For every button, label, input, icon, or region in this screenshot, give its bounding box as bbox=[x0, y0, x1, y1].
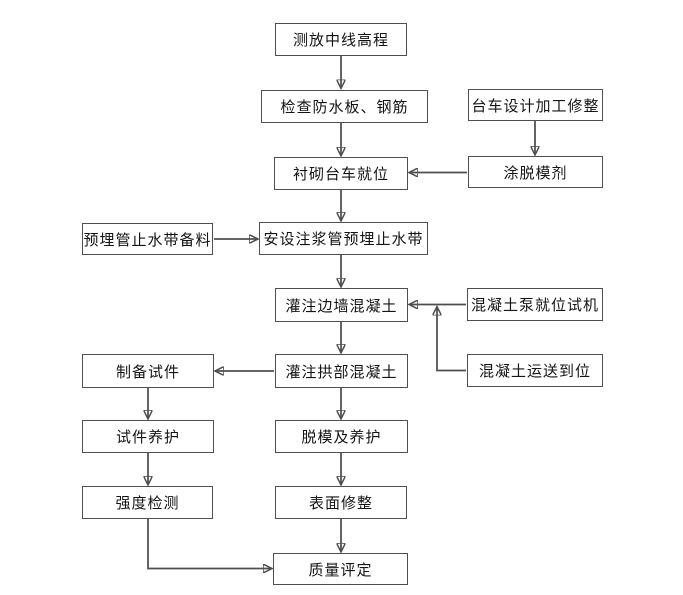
node-pour-arch: 灌注拱部混凝土 bbox=[275, 354, 408, 388]
node-specimen-curing: 试件养护 bbox=[82, 420, 214, 453]
node-strength-test: 强度检测 bbox=[82, 486, 213, 519]
node-measure-elevation: 测放中线高程 bbox=[275, 23, 407, 56]
edge-strength-to-quality bbox=[147, 519, 272, 570]
node-embedded-material: 预埋管止水带备料 bbox=[82, 223, 213, 255]
node-release-agent: 涂脱模剂 bbox=[468, 156, 603, 188]
node-install-grouting: 安设注浆管预埋止水带 bbox=[259, 222, 428, 255]
node-concrete-delivery: 混凝土运送到位 bbox=[467, 354, 603, 387]
node-surface-finish: 表面修整 bbox=[275, 486, 407, 519]
node-demold-curing: 脱模及养护 bbox=[275, 420, 408, 453]
node-prepare-specimen: 制备试件 bbox=[82, 354, 214, 388]
node-lining-trolley: 衬砌台车就位 bbox=[274, 157, 408, 190]
edge-delivery-to-junction bbox=[436, 307, 466, 372]
node-quality-assessment: 质量评定 bbox=[273, 553, 408, 585]
node-pump-test: 混凝土泵就位试机 bbox=[467, 288, 603, 321]
node-check-waterproof: 检查防水板、钢筋 bbox=[261, 90, 428, 123]
node-trolley-design: 台车设计加工修整 bbox=[468, 89, 603, 121]
node-pour-sidewall: 灌注边墙混凝土 bbox=[275, 288, 408, 322]
